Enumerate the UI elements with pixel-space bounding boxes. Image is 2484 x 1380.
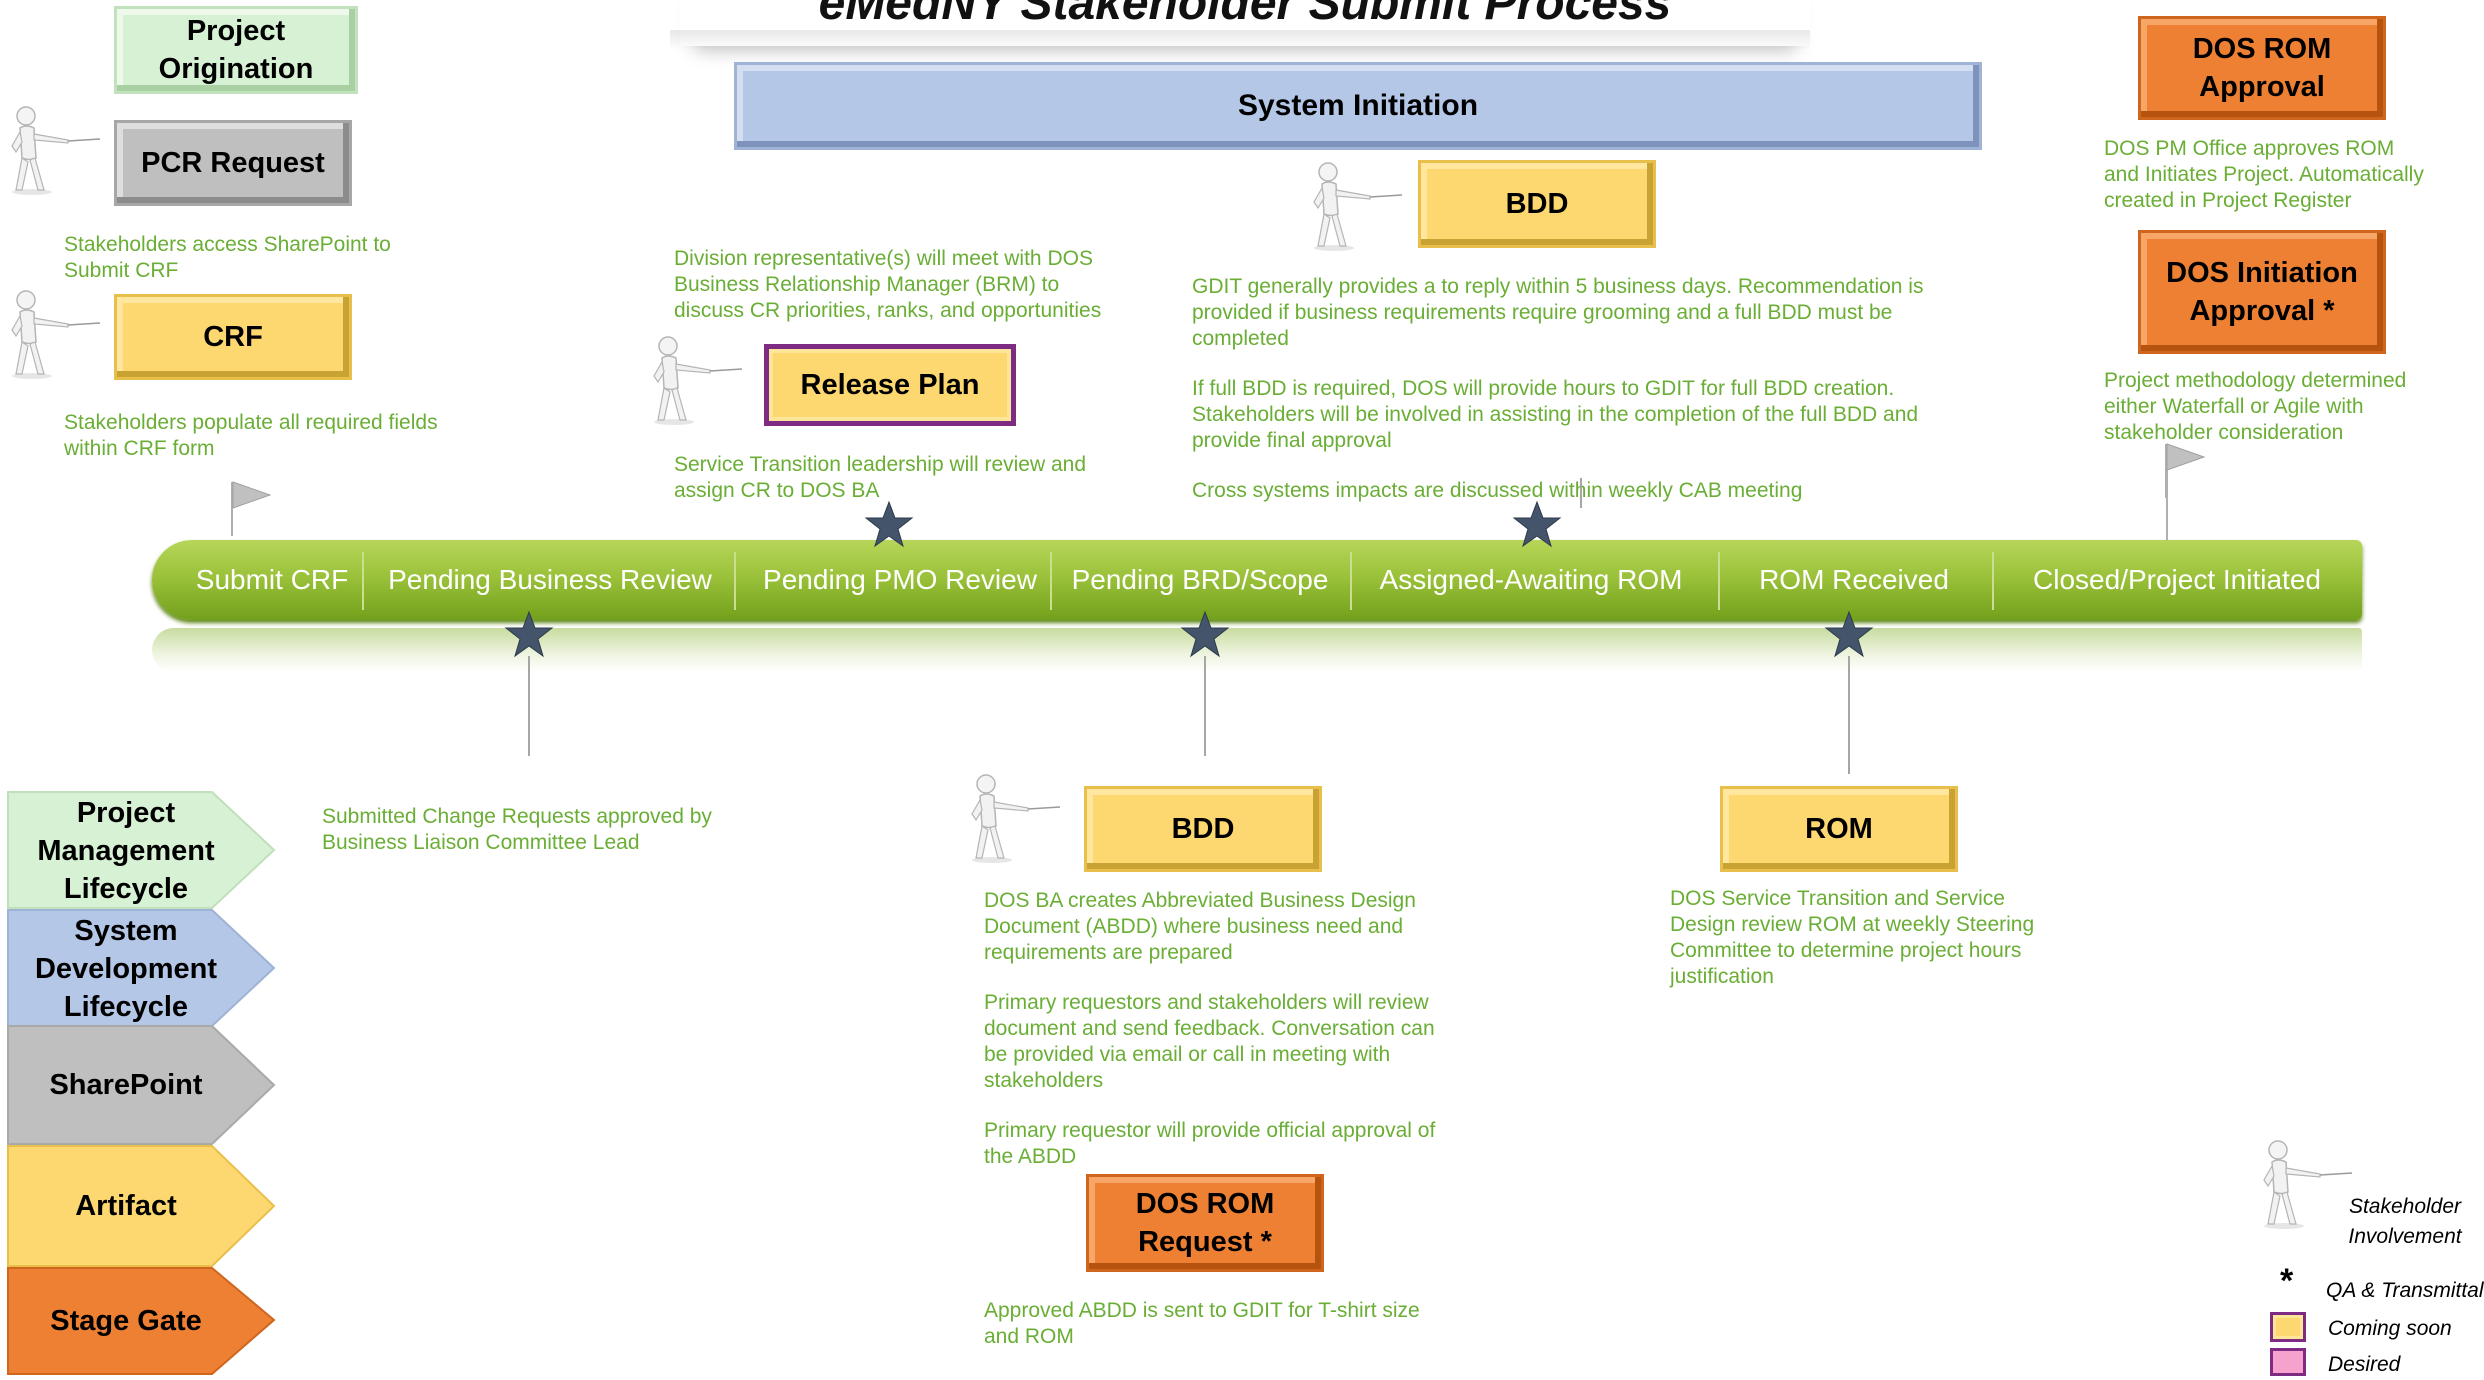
primary-approval-note: Primary requestor will provide official … [984, 1119, 1436, 1168]
division-rep-note: Division representative(s) will meet wit… [674, 247, 1102, 322]
key-desired-label: Desired [2328, 1353, 2401, 1376]
stage-divider [1718, 552, 1720, 610]
stage-pending-brd-scope: Pending BRD/Scope [1071, 564, 1329, 595]
stage-pending-pmo-review: Pending PMO Review [763, 564, 1037, 595]
gdit-reply-note: GDIT generally provides a to reply withi… [1192, 275, 1924, 350]
key-coming-soon-label: Coming soon [2328, 1317, 2452, 1340]
crf-box: CRF [114, 294, 352, 380]
abdd-sent-note: Approved ABDD is sent to GDIT for T-shir… [984, 1299, 1420, 1348]
coming-soon-swatch [2270, 1312, 2306, 1342]
stick-figure-pointer-icon [646, 326, 746, 436]
connector-line [1580, 478, 1582, 508]
primary-review-note: Primary requestors and stakeholders will… [984, 991, 1435, 1092]
legend-sharepoint-label: SharePoint [49, 1069, 203, 1101]
dos-initiation-approval-box: DOS Initiation Approval * [2138, 230, 2386, 354]
legend-pml-label: Project Management Lifecycle [37, 797, 215, 905]
stage-divider [1050, 552, 1052, 610]
stage-divider [1992, 552, 1994, 610]
stick-figure-pointer-icon [4, 96, 104, 206]
stage-divider [362, 552, 364, 610]
flag-icon [2160, 440, 2210, 500]
milestone-star-icon [1180, 610, 1230, 660]
methodology-note: Project methodology determined either Wa… [2104, 369, 2407, 444]
dos-rom-request-box: DOS ROM Request * [1086, 1174, 1324, 1272]
system-initiation-box: System Initiation [734, 62, 1982, 150]
legend-chevron-sdl [7, 909, 276, 1027]
stick-figure-pointer-icon [964, 764, 1064, 874]
release-plan-box: Release Plan [764, 344, 1016, 426]
bdd-top-notes: GDIT generally provides a to reply withi… [1192, 274, 1952, 528]
stage-rom-received: ROM Received [1759, 564, 1949, 595]
dos-rom-approval-box: DOS ROM Approval [2138, 16, 2386, 120]
milestone-star-icon [1512, 500, 1562, 550]
legend-artifact-label: Artifact [75, 1190, 177, 1222]
connector-line [528, 656, 530, 756]
stage-closed-project-initiated: Closed/Project Initiated [2033, 564, 2321, 595]
stage-divider [734, 552, 736, 610]
populate-fields-note: Stakeholders populate all required field… [64, 411, 438, 460]
pm-office-note: DOS PM Office approves ROM and Initiates… [2104, 137, 2424, 212]
stage-pending-business-review: Pending Business Review [388, 564, 712, 595]
stage-submit-crf: Submit CRF [195, 564, 349, 595]
legend-chevron-sharepoint [7, 1025, 276, 1145]
project-origination-box: Project Origination [114, 6, 358, 94]
legend-chevron-pml [7, 791, 276, 909]
stick-figure-pointer-icon [4, 280, 104, 390]
stick-figure-pointer-icon [1306, 152, 1406, 262]
cross-systems-note: Cross systems impacts are discussed with… [1192, 479, 1803, 502]
rom-review-note: DOS Service Transition and Service Desig… [1670, 887, 2035, 988]
bdd-bottom-box: BDD [1084, 786, 1322, 872]
flag-icon [226, 478, 276, 538]
bdd-bottom-notes: DOS BA creates Abbreviated Business Desi… [984, 888, 1454, 1194]
key-qa-label: QA & Transmittal [2326, 1279, 2484, 1302]
full-bdd-note: If full BDD is required, DOS will provid… [1192, 377, 1919, 452]
milestone-star-icon [864, 500, 914, 550]
submitted-cr-note: Submitted Change Requests approved by Bu… [322, 805, 712, 854]
connector-line [1204, 656, 1206, 756]
timeline-reflection [152, 628, 2362, 672]
milestone-star-icon [1824, 610, 1874, 660]
milestone-star-icon [504, 610, 554, 660]
key-stakeholder-label: Stakeholder Involvement [2348, 1195, 2462, 1248]
title-shadow [670, 30, 1810, 50]
stage-divider [1350, 552, 1352, 610]
bdd-top-box: BDD [1418, 160, 1656, 248]
connector-line [1848, 656, 1850, 774]
rom-box: ROM [1720, 786, 1958, 872]
legend-chevron-artifact [7, 1145, 276, 1267]
legend-stage-gate-label: Stage Gate [50, 1305, 202, 1337]
sharepoint-access-note: Stakeholders access SharePoint to Submit… [64, 233, 391, 282]
desired-swatch [2270, 1348, 2306, 1376]
service-transition-note: Service Transition leadership will revie… [674, 453, 1087, 502]
legend-chevron-stage-gate [7, 1267, 276, 1375]
pcr-request-box: PCR Request [114, 120, 352, 206]
dos-ba-abdd-note: DOS BA creates Abbreviated Business Desi… [984, 889, 1416, 964]
page-title: eMedNY Stakeholder Submit Process [680, 0, 1810, 46]
asterisk-icon: * [2280, 1262, 2294, 1300]
stage-assigned-awaiting-rom: Assigned-Awaiting ROM [1379, 564, 1683, 595]
legend-sdl-label: System Development Lifecycle [34, 915, 218, 1023]
